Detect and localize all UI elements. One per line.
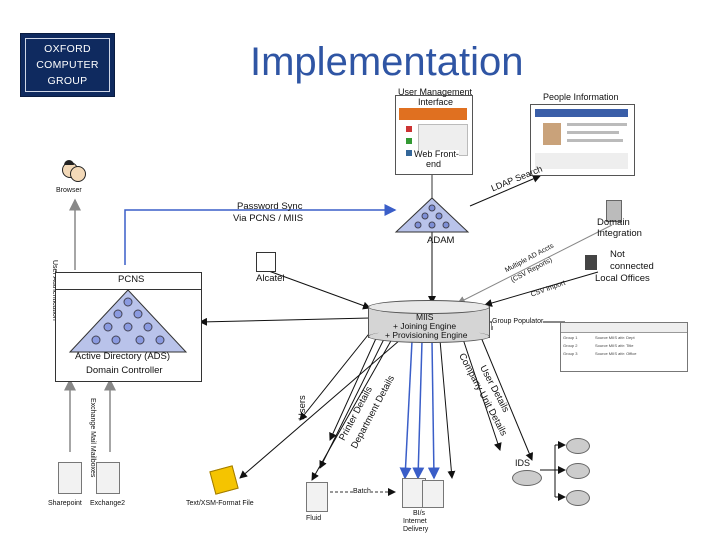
active-directory-panel bbox=[55, 272, 202, 382]
bi-label: BI/s bbox=[413, 510, 426, 517]
logo-line: COMPUTER bbox=[36, 59, 99, 71]
provisioning-engine-label: + Provisioning Engine bbox=[385, 330, 468, 340]
fluid-label: Fluid bbox=[306, 515, 322, 522]
fluid-doc-icon bbox=[306, 482, 328, 512]
domain-integration-label-2: Integration bbox=[597, 228, 642, 239]
group-populator-row: Source MIIS attr: Title bbox=[595, 343, 634, 348]
people-information-label: People Information bbox=[543, 92, 619, 102]
domain-server-icon bbox=[606, 200, 622, 222]
database-icon bbox=[566, 490, 590, 506]
ldap-arrow bbox=[469, 175, 541, 207]
web-frontend-label-2: end bbox=[426, 159, 442, 170]
people-information-screenshot bbox=[530, 104, 635, 176]
database-icon bbox=[566, 463, 590, 479]
exchange-doc-icon bbox=[96, 462, 120, 494]
users-label: Users bbox=[297, 395, 308, 420]
logo-line: OXFORD bbox=[44, 43, 91, 55]
group-populator-row: Group 2 bbox=[563, 343, 578, 348]
sharepoint-label: Sharepoint bbox=[48, 500, 82, 507]
web-frontend-label: Web Front- bbox=[414, 149, 459, 160]
password-sync-label: Password Sync bbox=[237, 201, 303, 212]
domain-integration-label: Domain bbox=[597, 217, 630, 228]
group-populator-row: Source MIIS attr: Dept bbox=[595, 335, 635, 340]
ids-database-icon bbox=[512, 470, 542, 486]
batch-label: Batch bbox=[353, 488, 371, 496]
user-management-label-2: Interface bbox=[418, 97, 454, 108]
miis-label: MIIS bbox=[416, 312, 434, 322]
domain-controller-label: Domain Controller bbox=[86, 365, 163, 376]
group-populator-label: Group Populator bbox=[492, 318, 544, 326]
group-populator-row: Group 1 bbox=[563, 335, 578, 340]
exchange2-label: Exchange2 bbox=[90, 500, 126, 507]
browser-label: Browser bbox=[56, 187, 82, 194]
bi-doc-icon-2 bbox=[422, 480, 444, 508]
alcatel-switch-icon bbox=[256, 252, 276, 272]
bi-internet-label: Internet bbox=[403, 518, 427, 525]
text-xsm-file-label: Text/XSM-Format File bbox=[186, 500, 254, 507]
group-populator-panel bbox=[560, 322, 688, 372]
password-sync-arrow bbox=[124, 204, 397, 265]
oxford-computer-group-logo: OXFORD COMPUTER GROUP bbox=[20, 33, 115, 97]
browser-user-icon bbox=[60, 160, 86, 184]
joining-engine-label: + Joining Engine bbox=[393, 321, 457, 331]
not-connected-label-2: connected bbox=[610, 261, 654, 272]
group-populator-row: Group 3 bbox=[563, 351, 578, 356]
active-directory-label: Active Directory (ADS) bbox=[75, 351, 171, 362]
adam-label: ADAM bbox=[427, 235, 455, 246]
bi-delivery-label: Delivery bbox=[403, 526, 429, 533]
not-connected-label: Not bbox=[610, 249, 625, 260]
sharepoint-doc-icon bbox=[58, 462, 82, 494]
pcns-label: PCNS bbox=[118, 274, 145, 285]
exchange-mailboxes-label: Exchange Mail Mailboxes bbox=[89, 398, 96, 478]
logo-line: GROUP bbox=[47, 75, 88, 87]
user-management-label: User Management bbox=[398, 87, 473, 97]
group-populator-row: Source MIIS attr: Office bbox=[595, 351, 637, 356]
not-connected-label-3: Local Offices bbox=[595, 273, 650, 284]
password-sync-label-2: Via PCNS / MIIS bbox=[233, 213, 304, 224]
office-building-icon bbox=[585, 255, 597, 270]
database-icon bbox=[566, 438, 590, 454]
alcatel-label: Alcatel bbox=[256, 273, 285, 284]
ids-label: IDS bbox=[515, 458, 531, 468]
page-title: Implementation bbox=[250, 40, 524, 84]
miis-engine bbox=[368, 300, 490, 343]
